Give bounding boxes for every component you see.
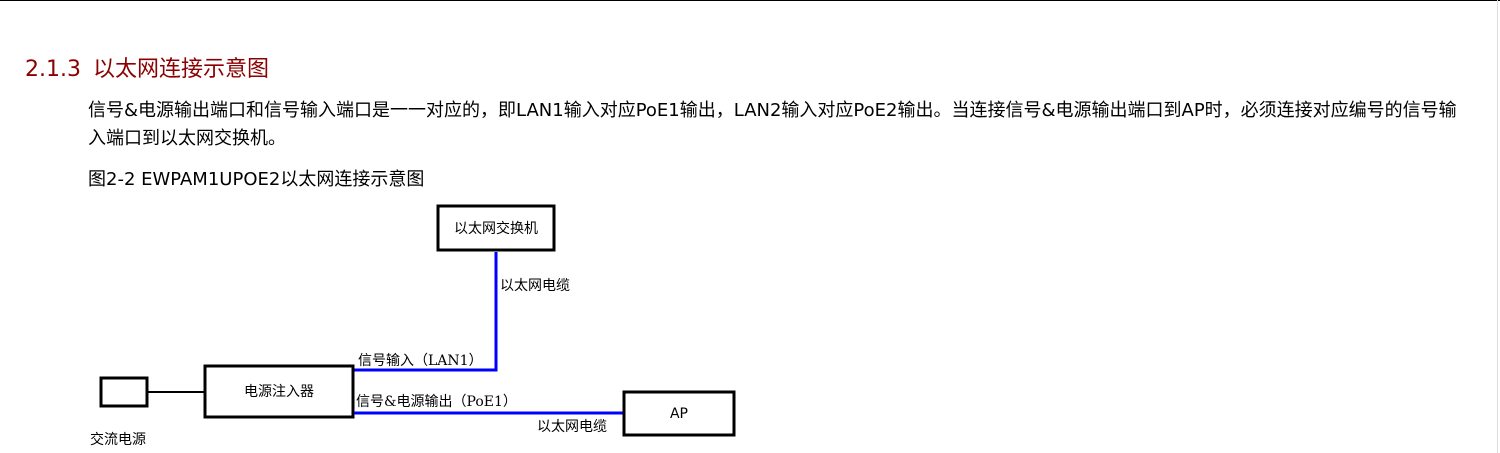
ap-cable-label: 以太网电缆 (537, 419, 607, 435)
ap-label: AP (670, 406, 688, 422)
right-scroll-edge (1497, 0, 1498, 453)
figure-caption: 图2-2 EWPAM1UPOE2以太网连接示意图 (88, 169, 425, 190)
body-paragraph: 信号&电源输出端口和信号输入端口是一一对应的，即LAN1输入对应PoE1输出，L… (88, 100, 1457, 149)
output-label: 信号&电源输出（PoE1） (356, 394, 517, 410)
switch-label: 以太网交换机 (454, 220, 538, 237)
injector-label: 电源注入器 (244, 384, 314, 400)
signal-input-label: 信号输入（LAN1） (358, 353, 483, 369)
switch-box (436, 204, 556, 252)
section-number: 2.1.3 (25, 57, 81, 82)
section-title: 以太网连接示意图 (92, 57, 269, 82)
injector-box (203, 364, 355, 419)
ap-box (622, 390, 736, 437)
section-heading: 2.1.3 以太网连接示意图 (25, 56, 269, 84)
ac-power-box (99, 376, 149, 408)
ac-power-label: 交流电源 (90, 431, 146, 448)
top-border-line (0, 0, 1500, 1)
switch-cable-label: 以太网电缆 (500, 278, 570, 294)
switch-cable (354, 252, 498, 372)
